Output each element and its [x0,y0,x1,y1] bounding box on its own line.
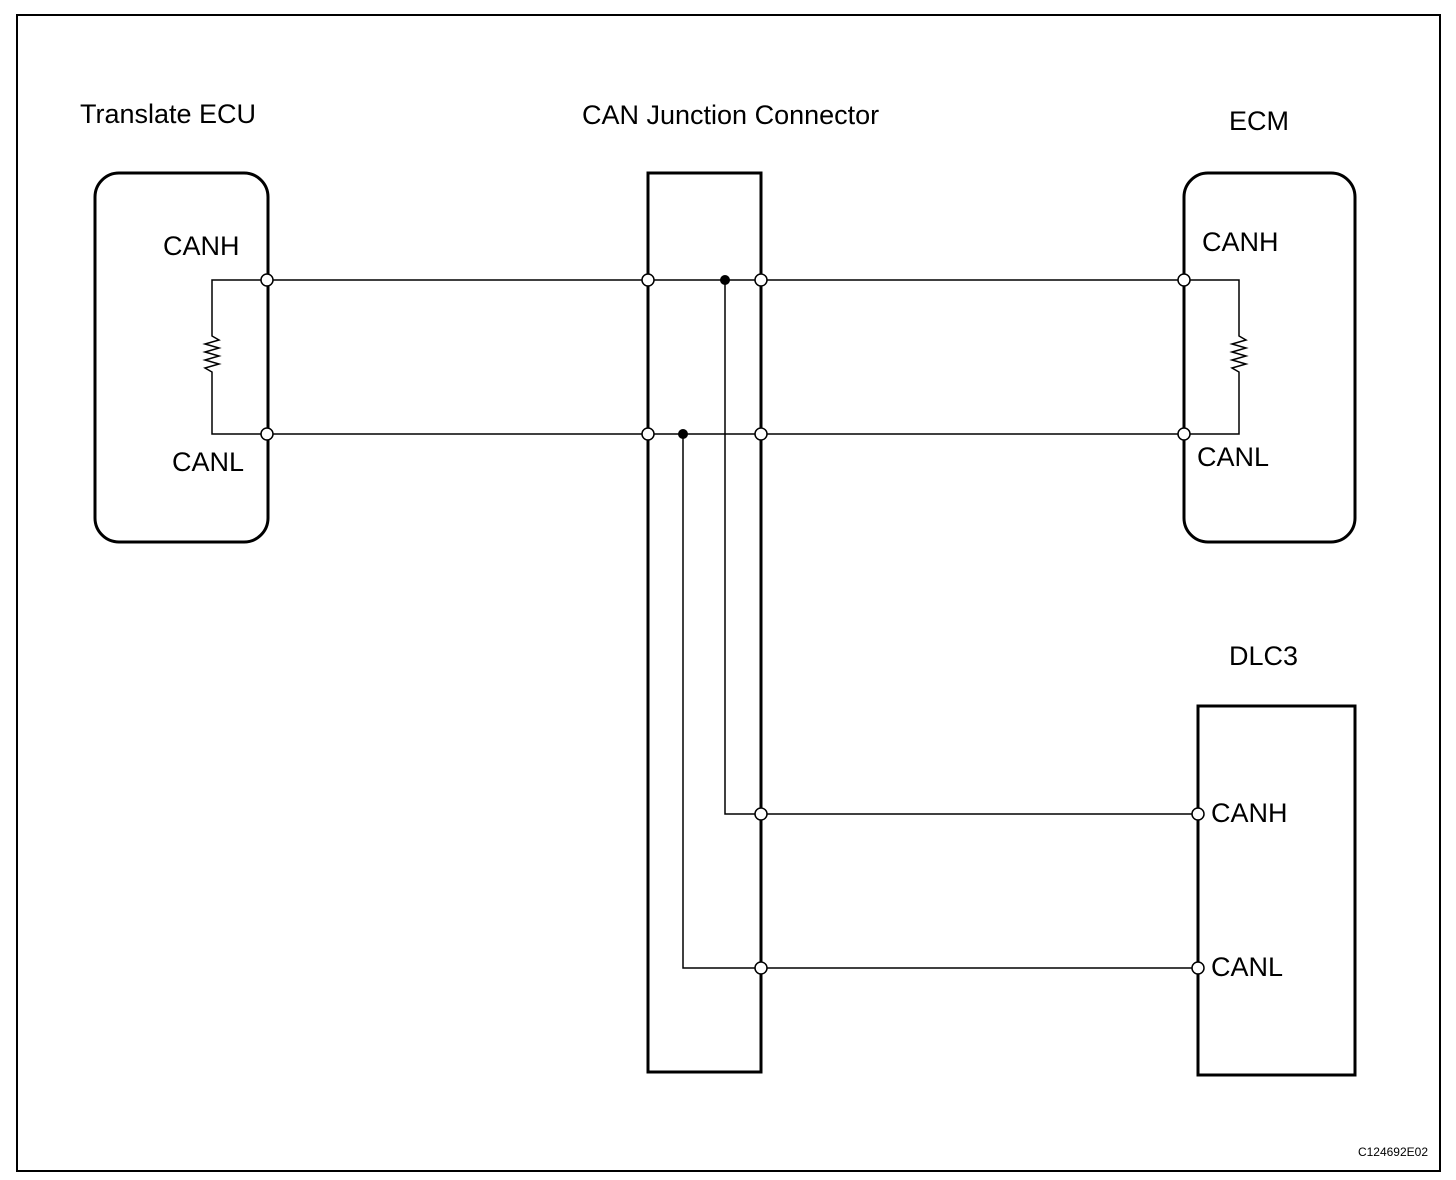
dlc3-canh-terminal [1191,807,1205,821]
ecm-canl-label: CANL [1197,442,1269,472]
translate-ecu-canh-label: CANH [163,231,240,261]
terminals [260,273,1205,975]
dlc3-box [1196,704,1357,1077]
wires [267,279,1198,969]
junction-box [646,171,763,1074]
ecm-canl-terminal [1177,427,1191,441]
outer-frame [16,14,1441,1172]
canh-branch-wire [724,280,1198,815]
can-junction-connector: CAN Junction Connector [582,100,879,1074]
translate-ecu: Translate ECU CANH CANL [80,99,270,544]
translate-ecu-title: Translate ECU [80,99,256,129]
translate-ecu-box [93,171,270,544]
junction-dlc-canl-terminal [754,961,768,975]
translate-ecu-resistor [202,279,267,435]
junction-left-canh-terminal [641,273,655,287]
dlc3-canl-label: CANL [1211,952,1283,982]
ecm-resistor [1184,279,1249,435]
junction-left-canl-terminal [641,427,655,441]
canl-branch-wire [682,434,1198,969]
dlc3-title: DLC3 [1229,641,1298,671]
canh-splice [720,275,730,285]
ecm-canh-terminal [1177,273,1191,287]
junction-title: CAN Junction Connector [582,100,879,130]
ecm-canh-label: CANH [1202,227,1279,257]
ecm: ECM CANH CANL [1182,106,1357,544]
translate-ecu-canl-terminal [260,427,274,441]
figure-code: C124692E02 [1358,1145,1428,1159]
dlc3-canl-terminal [1191,961,1205,975]
translate-ecu-canl-label: CANL [172,447,244,477]
dlc3-canh-label: CANH [1211,798,1288,828]
canl-splice [678,429,688,439]
junction-right-canh-terminal [754,273,768,287]
ecm-box [1182,171,1357,544]
translate-ecu-canh-terminal [260,273,274,287]
splice-points [678,275,730,439]
dlc3: DLC3 CANH CANL [1196,641,1357,1077]
ecm-title: ECM [1229,106,1289,136]
junction-right-canl-terminal [754,427,768,441]
junction-dlc-canh-terminal [754,807,768,821]
